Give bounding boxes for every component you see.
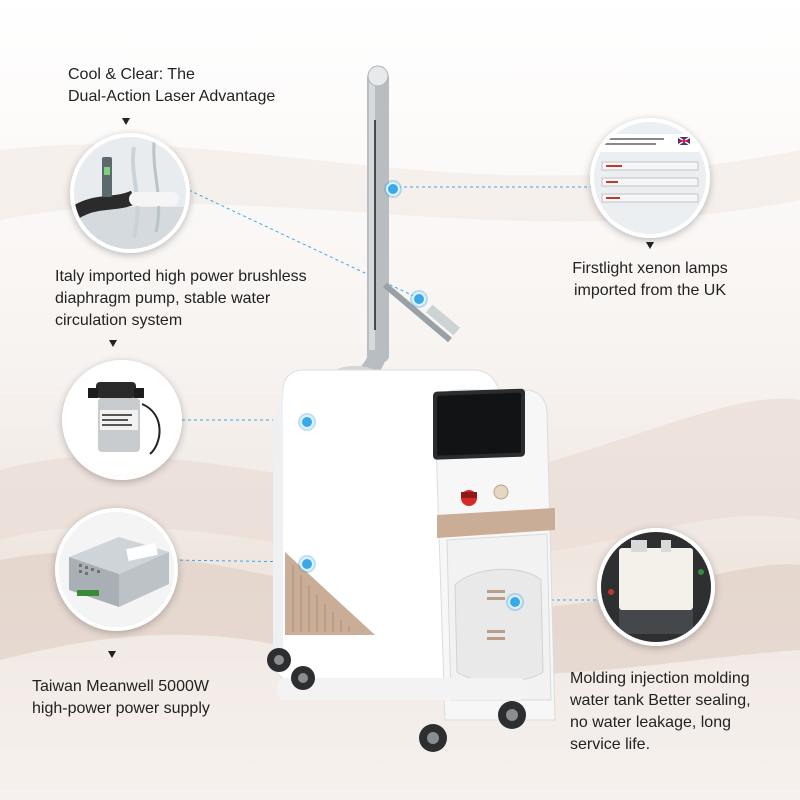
pump-closeup-image xyxy=(62,360,182,480)
triangle-down-icon xyxy=(109,340,117,347)
caption-cool-clear: Cool & Clear: The Dual-Action Laser Adva… xyxy=(68,66,276,105)
hotspot-handpiece[interactable] xyxy=(412,292,426,306)
hotspot-power-supply[interactable] xyxy=(300,557,314,571)
laser-machine-illustration xyxy=(267,65,556,752)
water-tank-closeup-image xyxy=(597,528,715,646)
power-supply-closeup-image xyxy=(55,508,178,631)
caption-power-supply: Taiwan Meanwell 5000W high-power power s… xyxy=(32,678,210,717)
triangle-down-icon xyxy=(108,651,116,658)
hotspot-xenon[interactable] xyxy=(386,182,400,196)
caption-water-tank: Molding injection molding water tank Bet… xyxy=(570,670,751,753)
caption-pump: Italy imported high power brushless diap… xyxy=(55,268,307,329)
triangle-down-icon xyxy=(122,118,130,125)
handpiece-closeup-image xyxy=(70,133,190,253)
hotspot-pump[interactable] xyxy=(300,415,314,429)
caption-xenon: Firstlight xenon lamps imported from the… xyxy=(572,260,728,299)
hotspot-water-tank[interactable] xyxy=(508,595,522,609)
triangle-down-icon xyxy=(646,242,654,249)
xenon-lamps-closeup-image xyxy=(590,118,710,238)
